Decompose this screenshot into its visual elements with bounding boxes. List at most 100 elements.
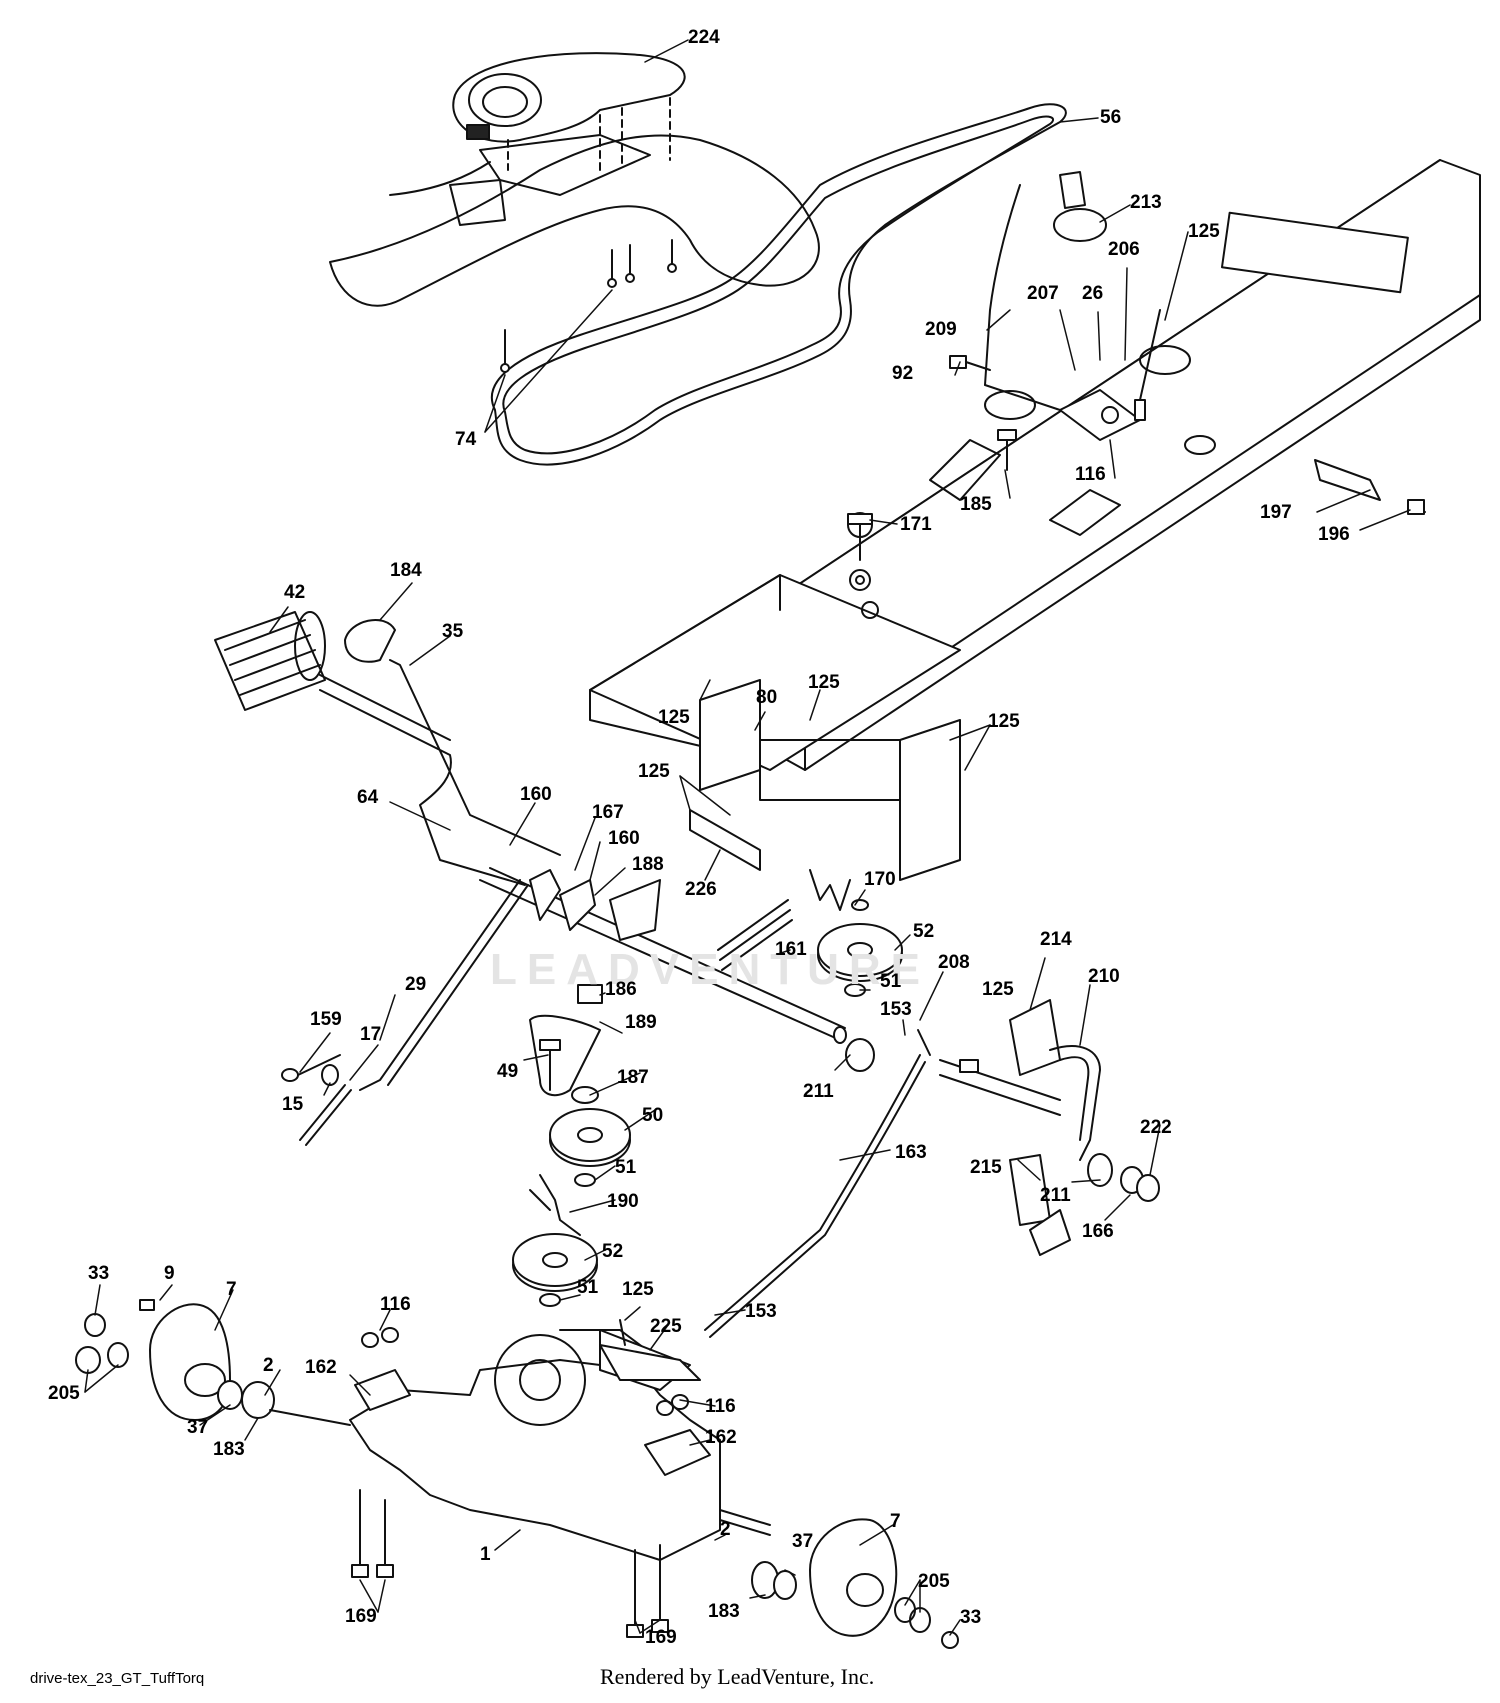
wheel-hub-7-left [75,1299,275,1421]
callout-186: 186 [605,979,637,1000]
callout-52: 52 [602,1241,624,1262]
bolt-185 [997,429,1017,471]
callout-51: 51 [577,1277,599,1298]
callout-209: 209 [925,319,957,340]
callout-35: 35 [442,621,464,642]
callout-226: 226 [685,879,717,900]
callout-42: 42 [284,582,306,603]
callout-184: 184 [390,560,422,581]
pulley-52-lower [512,1173,598,1307]
callout-205: 205 [48,1383,80,1404]
rod-163 [704,1054,926,1338]
callout-162: 162 [705,1427,737,1448]
callout-159: 159 [310,1009,342,1030]
bracket-162-left [354,1327,411,1411]
drive-belt-56 [490,103,1067,466]
spring-190 [529,1174,581,1236]
callout-207: 207 [1027,283,1059,304]
callout-163: 163 [895,1142,927,1163]
rod-29 [359,879,529,1091]
callout-166: 166 [1082,1221,1114,1242]
leader-lines [84,39,1411,1636]
callout-125: 125 [1188,221,1220,242]
callout-160: 160 [608,828,640,849]
bolt-92 [949,355,991,371]
callout-92: 92 [892,363,914,384]
lift-lever-209 [984,184,1161,441]
callout-210: 210 [1088,966,1120,987]
callout-213: 213 [1130,192,1162,213]
grip-42 [214,611,326,711]
shift-rod-64 [319,659,561,886]
idler-arm-189 [529,984,603,1097]
callout-206: 206 [1108,239,1140,260]
callout-116: 116 [380,1294,411,1315]
callout-49: 49 [497,1061,519,1082]
callout-167: 167 [592,802,624,823]
callout-51: 51 [880,971,902,992]
callout-64: 64 [357,787,379,808]
callout-197: 197 [1260,502,1292,523]
callout-56: 56 [1100,107,1122,128]
callout-188: 188 [632,854,664,875]
console-224 [452,52,686,176]
callout-7: 7 [890,1511,901,1532]
callout-211: 211 [1040,1185,1071,1206]
callout-74: 74 [455,429,477,450]
wheel-hub-7-right [751,1518,959,1649]
callout-185: 185 [960,494,992,515]
diagram-id: drive-tex_23_GT_TuffTorq [30,1670,205,1687]
callout-125: 125 [808,672,840,693]
callout-37: 37 [792,1531,814,1552]
callout-125: 125 [622,1279,654,1300]
callout-161: 161 [775,939,807,960]
callout-80: 80 [756,687,778,708]
fender-screws-74 [500,239,677,373]
spring-161 [717,899,793,971]
bracket-80 [689,679,961,881]
pin-159 [281,1054,341,1082]
callout-2: 2 [263,1355,274,1376]
callout-187: 187 [617,1067,649,1088]
spring-17 [299,1084,352,1146]
callout-2: 2 [720,1519,731,1540]
bolt-171 [847,513,873,561]
callout-9: 9 [164,1263,175,1284]
callout-224: 224 [688,27,720,48]
callout-52: 52 [913,921,935,942]
washer-15 [321,1064,339,1086]
callout-17: 17 [360,1024,382,1045]
bracket-225 [599,1319,701,1381]
callout-222: 222 [1140,1117,1172,1138]
fender-body [329,134,820,307]
callout-215: 215 [970,1157,1002,1178]
callout-208: 208 [938,952,970,973]
callout-153: 153 [880,999,912,1020]
callout-33: 33 [960,1607,982,1628]
callout-225: 225 [650,1316,682,1337]
bolt-49 [539,1039,561,1091]
rod-197 [1314,459,1426,515]
callout-196: 196 [1318,524,1350,545]
callout-171: 171 [900,514,932,535]
rendered-by-credit: Rendered by LeadVenture, Inc. [600,1664,875,1689]
callout-33: 33 [88,1263,110,1284]
callout-169: 169 [645,1627,677,1648]
callout-51: 51 [615,1157,637,1178]
pulley-50 [549,1086,631,1167]
callout-26: 26 [1082,283,1104,304]
callout-183: 183 [708,1601,740,1622]
callout-116: 116 [1075,464,1106,485]
callout-205: 205 [918,1571,950,1592]
callout-37: 37 [187,1417,209,1438]
knob-184 [344,619,396,663]
watermark: LEADVENTURE [490,945,931,994]
callout-15: 15 [282,1094,304,1115]
callout-50: 50 [642,1105,664,1126]
callout-125: 125 [982,979,1014,1000]
callout-211: 211 [803,1081,834,1102]
callout-1: 1 [480,1544,491,1565]
callout-125: 125 [988,711,1020,732]
callout-125: 125 [658,707,690,728]
